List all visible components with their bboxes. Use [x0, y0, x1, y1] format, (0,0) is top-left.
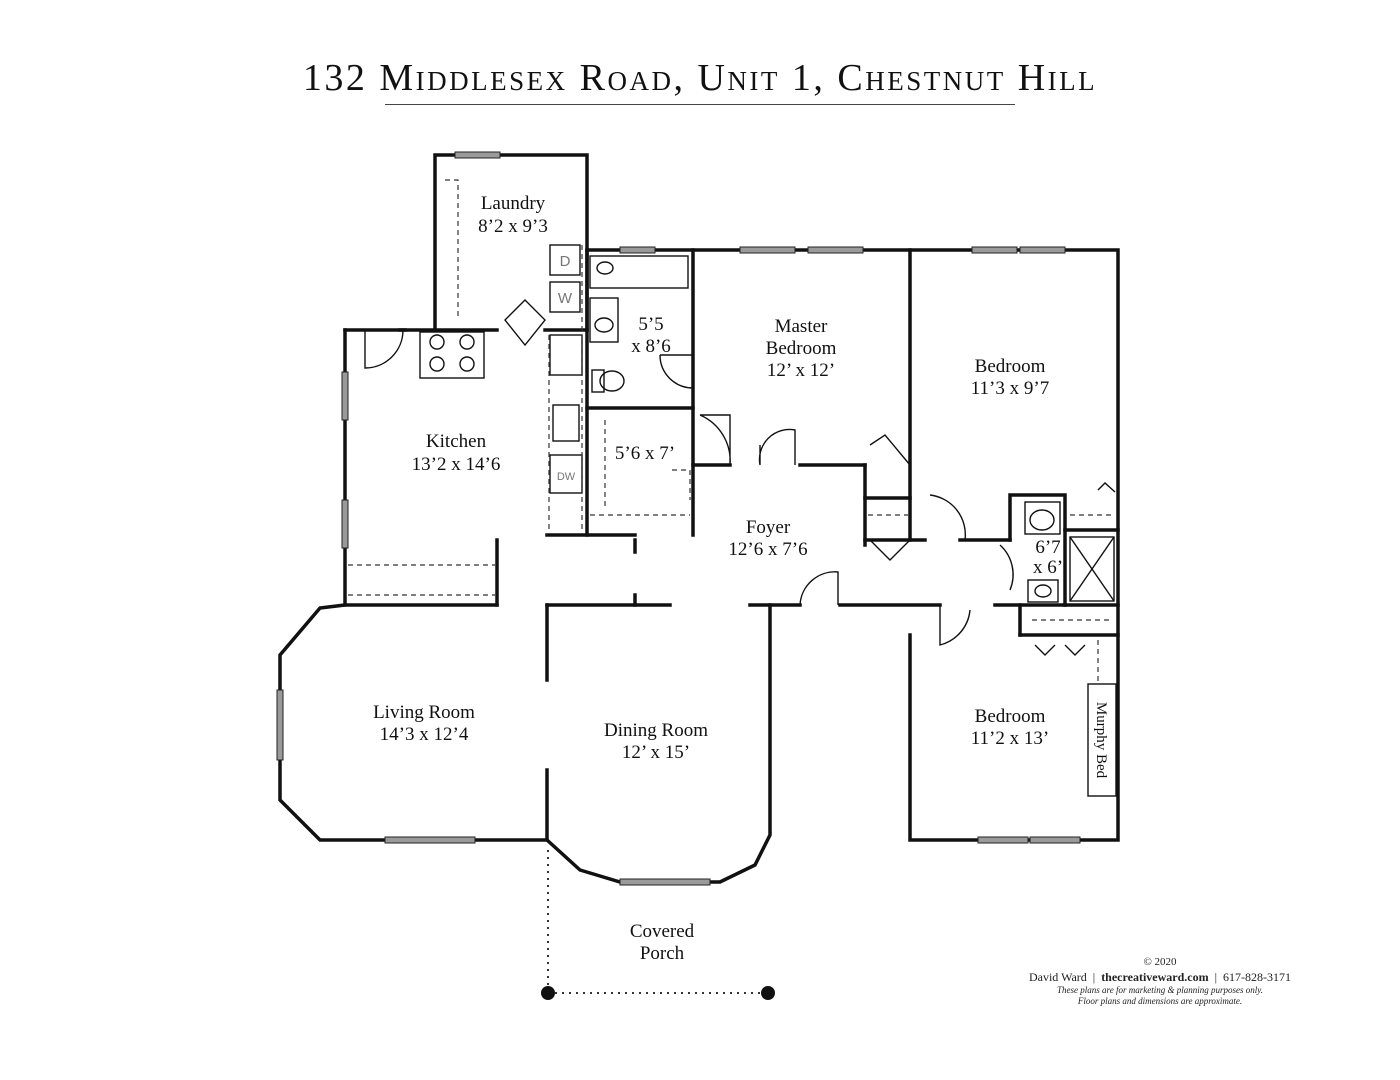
contact-line: David Ward | thecreativeward.com | 617-8… — [990, 970, 1330, 985]
foyer-dims: 12’6 x 7’6 — [728, 539, 807, 560]
master-dims: 12’ x 12’ — [767, 360, 835, 381]
bedroom1-name: Bedroom — [975, 356, 1046, 377]
murphy-bed-label: Murphy Bed — [1093, 702, 1109, 779]
phone-number: 617-828-3171 — [1223, 970, 1291, 984]
plan-title: 132 Middlesex Road, Unit 1, Chestnut Hil… — [302, 57, 1098, 99]
master-name-a: Master — [775, 316, 828, 337]
website-link[interactable]: thecreativeward.com — [1101, 970, 1209, 984]
bath2-dims-b: x 6’ — [1033, 557, 1063, 578]
bath1-dims-b: x 8’6 — [631, 336, 671, 357]
living-name: Living Room — [373, 702, 475, 723]
windows — [276, 151, 1081, 886]
porch-name-b: Porch — [640, 943, 685, 964]
dining-name: Dining Room — [604, 720, 708, 741]
author-name: David Ward — [1028, 970, 1087, 984]
dishwasher-label: DW — [557, 471, 576, 483]
foyer-name: Foyer — [746, 517, 791, 538]
dining-dims: 12’ x 15’ — [622, 742, 690, 763]
separator: | — [1089, 970, 1099, 984]
living-dims: 14’3 x 12’4 — [380, 724, 469, 745]
dryer-label: D — [560, 253, 571, 270]
master-name-b: Bedroom — [766, 338, 837, 359]
closet-dims: 5’6 x 7’ — [615, 443, 675, 464]
disclaimer-line-2: Floor plans and dimensions are approxima… — [1077, 996, 1243, 1006]
bath2-dims-a: 6’7 — [1035, 537, 1060, 558]
washer-label: W — [558, 290, 573, 307]
laundry-dims: 8’2 x 9’3 — [478, 216, 548, 237]
bedroom2-dims: 11’2 x 13’ — [971, 728, 1049, 749]
porch-name-a: Covered — [630, 921, 695, 942]
fixtures — [419, 244, 1117, 797]
walls — [278, 153, 1120, 884]
laundry-name: Laundry — [481, 193, 546, 214]
kitchen-dims: 13’2 x 14’6 — [412, 454, 501, 475]
separator: | — [1211, 970, 1220, 984]
disclaimer-line-1: These plans are for marketing & planning… — [1057, 985, 1263, 995]
title-underline — [385, 104, 1015, 105]
credits-block: © 2020 David Ward | thecreativeward.com … — [990, 956, 1330, 1007]
bedroom1-dims: 11’3 x 9’7 — [971, 378, 1049, 399]
copyright-text: © 2020 — [1143, 956, 1177, 968]
dashed-lines — [348, 179, 1115, 1000]
doors — [364, 299, 1116, 656]
bedroom2-name: Bedroom — [975, 706, 1046, 727]
bath1-dims-a: 5’5 — [638, 314, 663, 335]
kitchen-name: Kitchen — [426, 431, 487, 452]
